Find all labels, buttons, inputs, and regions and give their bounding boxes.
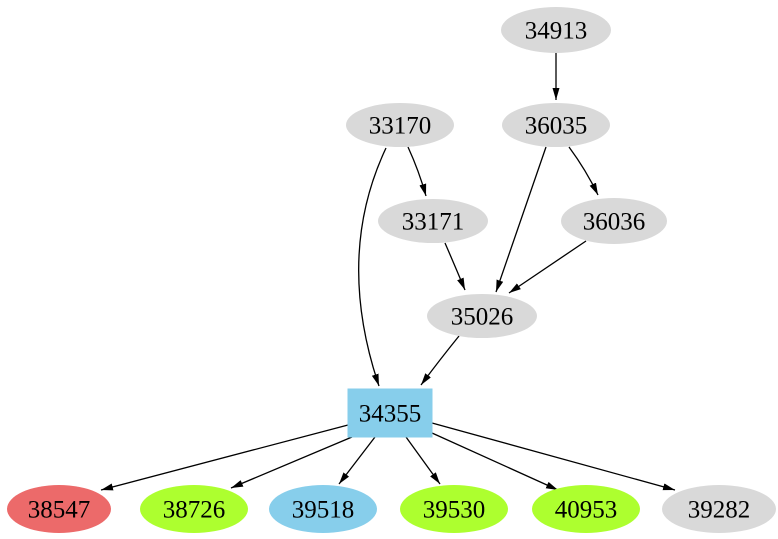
node-39530: 39530 bbox=[400, 485, 508, 533]
node-38547: 38547 bbox=[7, 485, 111, 533]
node-label-34913: 34913 bbox=[525, 18, 588, 45]
node-label-36036: 36036 bbox=[583, 209, 646, 236]
node-shape-ellipse-33170 bbox=[346, 103, 454, 147]
node-39518: 39518 bbox=[269, 485, 377, 533]
node-40953: 40953 bbox=[532, 485, 640, 533]
edge-33171-35026 bbox=[444, 242, 466, 291]
node-shape-box-34355 bbox=[347, 388, 433, 438]
node-shape-ellipse-35026 bbox=[427, 294, 537, 338]
edge-35026-34355 bbox=[420, 335, 460, 386]
node-33171: 33171 bbox=[378, 199, 488, 243]
edge-36035-35026 bbox=[495, 146, 547, 293]
edge-34355-40953 bbox=[431, 432, 559, 491]
edge-33170-34355 bbox=[358, 147, 387, 387]
node-33170: 33170 bbox=[346, 103, 454, 147]
node-36036: 36036 bbox=[561, 198, 667, 244]
node-shape-ellipse-34913 bbox=[501, 7, 611, 53]
node-35026: 35026 bbox=[427, 294, 537, 338]
node-39282: 39282 bbox=[662, 485, 776, 533]
node-label-33170: 33170 bbox=[369, 113, 432, 140]
node-label-38726: 38726 bbox=[163, 497, 226, 524]
node-shape-ellipse-39282 bbox=[662, 485, 776, 533]
edge-34355-39518 bbox=[338, 436, 376, 485]
node-shape-ellipse-39530 bbox=[400, 485, 508, 533]
edge-33170-33171 bbox=[407, 146, 427, 197]
node-label-40953: 40953 bbox=[555, 497, 618, 524]
node-34355: 34355 bbox=[347, 388, 433, 438]
node-shape-ellipse-33171 bbox=[378, 199, 488, 243]
node-shape-ellipse-40953 bbox=[532, 485, 640, 533]
node-label-36035: 36035 bbox=[525, 113, 588, 140]
node-label-35026: 35026 bbox=[451, 304, 514, 331]
node-shape-ellipse-38547 bbox=[7, 485, 111, 533]
node-shape-ellipse-36035 bbox=[502, 103, 610, 147]
node-label-39530: 39530 bbox=[423, 497, 486, 524]
node-label-39518: 39518 bbox=[292, 497, 355, 524]
node-36035: 36035 bbox=[502, 103, 610, 147]
node-shape-ellipse-39518 bbox=[269, 485, 377, 533]
edge-34355-39530 bbox=[405, 436, 441, 485]
node-label-39282: 39282 bbox=[688, 497, 751, 524]
node-shape-ellipse-36036 bbox=[561, 198, 667, 244]
nodes-layer: 34913 33170 36035 33171 36036 35026 34355 38547… bbox=[7, 7, 776, 533]
edge-36035-36036 bbox=[568, 146, 599, 196]
node-label-33171: 33171 bbox=[402, 209, 465, 236]
edge-34355-38547 bbox=[100, 424, 349, 491]
edge-36036-35026 bbox=[508, 240, 587, 294]
edge-34355-38726 bbox=[230, 436, 353, 489]
node-label-38547: 38547 bbox=[28, 497, 91, 524]
edges-layer bbox=[100, 53, 676, 491]
node-shape-ellipse-38726 bbox=[140, 485, 248, 533]
node-38726: 38726 bbox=[140, 485, 248, 533]
node-label-34355: 34355 bbox=[359, 401, 422, 428]
edge-34355-39282 bbox=[431, 422, 676, 491]
node-34913: 34913 bbox=[501, 7, 611, 53]
